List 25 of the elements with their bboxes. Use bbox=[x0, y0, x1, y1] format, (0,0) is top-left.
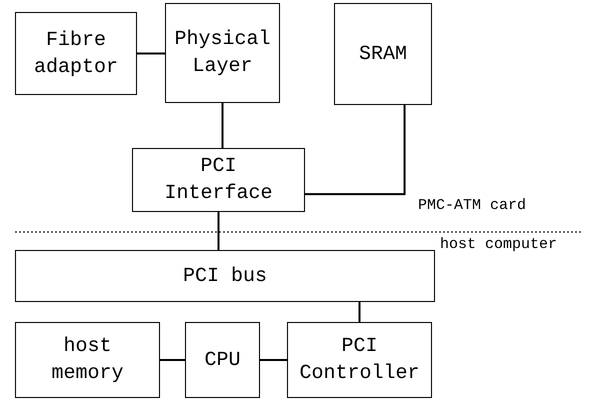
block-label: CPU bbox=[204, 348, 240, 374]
connector-line bbox=[137, 52, 165, 54]
block-box bbox=[185, 322, 260, 398]
block-label: PCI Controller bbox=[298, 334, 421, 387]
block-box bbox=[15, 250, 435, 302]
block-label: SRAM bbox=[358, 42, 407, 68]
block-box bbox=[132, 148, 305, 212]
block-box bbox=[15, 12, 137, 95]
annotation-text: host computer bbox=[440, 236, 558, 253]
block-label: PCI bus bbox=[182, 264, 267, 290]
block-label: Fibre adaptor bbox=[32, 28, 119, 80]
block-label: PCI Interface bbox=[163, 154, 274, 207]
connector-line bbox=[222, 103, 224, 148]
connector-line bbox=[358, 302, 360, 322]
connector-line bbox=[260, 359, 287, 361]
block-box bbox=[15, 322, 160, 398]
block-label: Physical Layer bbox=[174, 27, 271, 80]
connector-line bbox=[218, 212, 220, 250]
annotation-text: PMC-ATM card bbox=[418, 197, 526, 214]
block-box bbox=[334, 3, 432, 105]
connector-line bbox=[305, 105, 406, 196]
block-label: host memory bbox=[50, 334, 124, 387]
block-box bbox=[165, 3, 280, 103]
connector-line bbox=[160, 359, 185, 361]
block-box bbox=[287, 322, 432, 398]
